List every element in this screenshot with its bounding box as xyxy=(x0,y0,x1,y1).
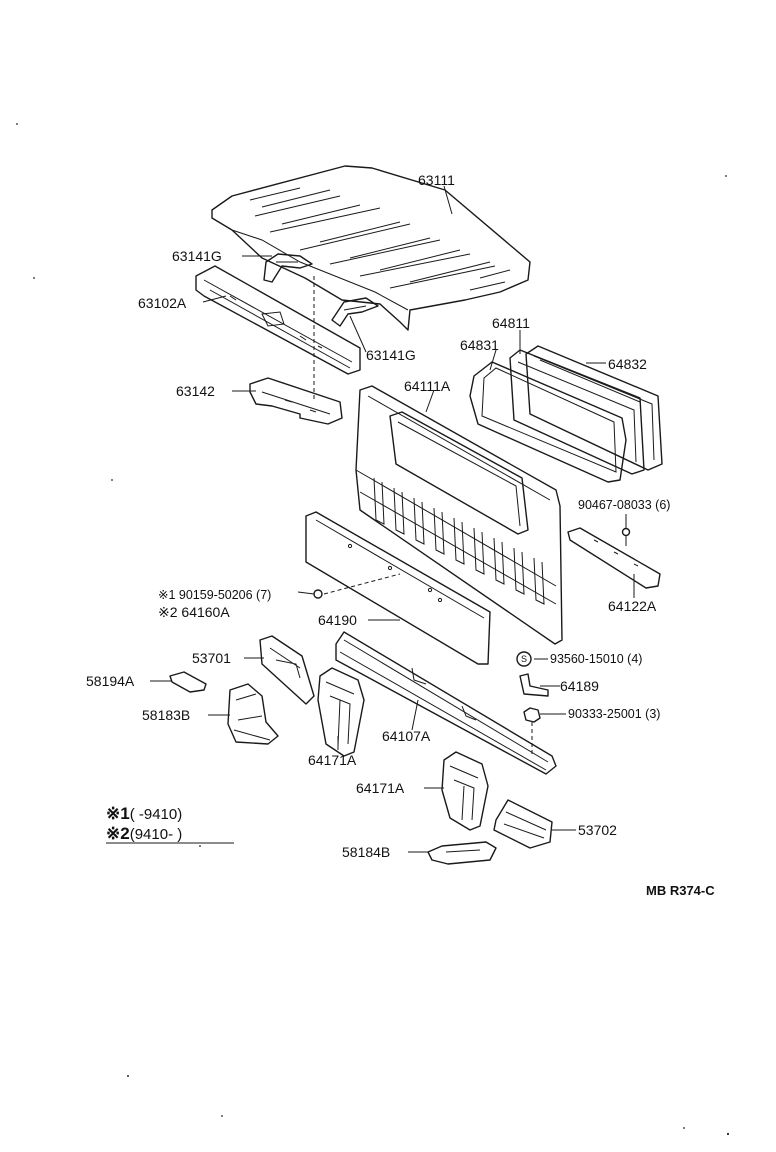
roof-bow-63141g-lower xyxy=(331,297,379,327)
label-93560-15010: 93560-15010 (4) xyxy=(550,652,643,666)
leader-lines xyxy=(150,185,635,853)
diagram-code: MB R374-C xyxy=(646,883,715,898)
label-90159-50206: ※1 90159-50206 (7) xyxy=(158,588,272,602)
extension-58183b xyxy=(227,683,279,745)
scan-specks xyxy=(16,123,730,1136)
legend-mark-2: ※2 xyxy=(106,824,130,843)
label-63111: 63111 xyxy=(418,172,455,188)
legend-row-2: ※2(9410- ) xyxy=(106,824,182,844)
label-58183b: 58183B xyxy=(142,707,191,723)
plate-58194a xyxy=(169,671,207,693)
bolt-93560-15010 xyxy=(516,651,532,667)
label-63141g-lower: 63141G xyxy=(366,347,416,363)
bracket-63142 xyxy=(249,377,343,425)
window-glass-64832 xyxy=(525,345,663,471)
legend-text-1: ( -9410) xyxy=(129,806,183,823)
bracket-64189 xyxy=(519,673,549,697)
bracket-53701 xyxy=(259,635,315,705)
back-panel-64111a xyxy=(355,385,563,645)
label-63102a: 63102A xyxy=(138,295,187,311)
roof-panel-63111 xyxy=(211,165,531,331)
label-90467-08033: 90467-08033 (6) xyxy=(578,498,671,512)
legend-text-2: (9410- ) xyxy=(129,826,183,843)
label-53702: 53702 xyxy=(578,822,617,838)
gusset-64171a-right xyxy=(441,751,489,831)
label-63141g-upper: 63141G xyxy=(172,248,222,264)
screw-90159-50206 xyxy=(313,573,401,599)
label-64171a-left: 64171A xyxy=(308,752,357,768)
label-64190: 64190 xyxy=(318,612,357,628)
extension-58184b xyxy=(427,841,497,865)
legend-row-1: ※1( -9410) xyxy=(106,804,182,824)
roof-bow-63141g-upper xyxy=(263,253,313,283)
label-64189: 64189 xyxy=(560,678,599,694)
label-64122a: 64122A xyxy=(608,598,657,614)
label-90333-25001: 90333-25001 (3) xyxy=(568,707,661,721)
label-64111a: 64111A xyxy=(404,378,451,394)
sill-member-64107a xyxy=(335,631,557,775)
label-64160a: ※2 64160A xyxy=(158,604,230,620)
back-panel-cover-64190 xyxy=(305,511,491,665)
nut-90333-25001 xyxy=(523,707,541,756)
label-58184b: 58184B xyxy=(342,844,391,860)
label-s-mark: S xyxy=(520,654,527,664)
label-64107a: 64107A xyxy=(382,728,431,744)
bracket-64122a xyxy=(567,527,661,589)
label-58194a: 58194A xyxy=(86,673,135,689)
legend-mark-1: ※1 xyxy=(106,804,130,823)
header-panel-63102a xyxy=(195,265,361,375)
label-63142: 63142 xyxy=(176,383,215,399)
window-glass-64831 xyxy=(469,361,627,483)
label-64831: 64831 xyxy=(460,337,499,353)
label-53701: 53701 xyxy=(192,650,231,666)
gusset-64171a-left xyxy=(317,667,365,757)
label-64811: 64811 xyxy=(492,315,530,331)
bracket-53702 xyxy=(493,799,553,849)
label-64171a-right: 64171A xyxy=(356,780,405,796)
label-64832: 64832 xyxy=(608,356,647,372)
